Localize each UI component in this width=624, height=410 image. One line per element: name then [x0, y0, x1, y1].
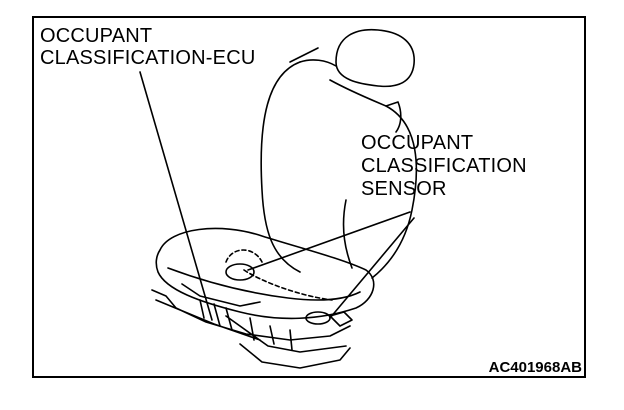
- sensor-label-line1: OCCUPANT: [361, 132, 474, 154]
- headrest: [335, 28, 415, 88]
- seatback: [260, 61, 418, 279]
- sensor-label-line3: SENSOR: [361, 178, 447, 200]
- ecu-label-line2: CLASSIFICATION-ECU: [40, 47, 256, 69]
- sensor-label-line2: CLASSIFICATION: [361, 155, 527, 177]
- diagram-frame: [32, 16, 586, 378]
- sensor-leader-2: [329, 217, 415, 319]
- ecu-label-line1: OCCUPANT: [40, 25, 153, 47]
- figure-code: AC401968AB: [488, 359, 582, 376]
- seat-rails: [151, 283, 351, 369]
- ecu-leader-tail: [289, 47, 319, 63]
- ecu-leader: [139, 71, 213, 321]
- seat-cushion: [155, 227, 375, 320]
- sensor-leader-1: [247, 211, 411, 271]
